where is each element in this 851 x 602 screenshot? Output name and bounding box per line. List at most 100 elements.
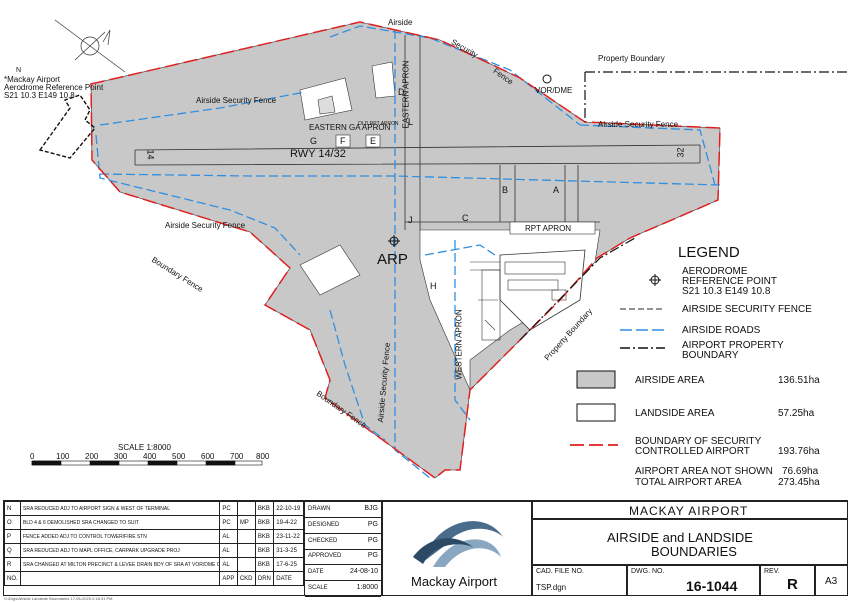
arp-label: ARP xyxy=(377,251,408,268)
signoff-value: 24-08-10 xyxy=(349,568,378,576)
legend-arp-2: REFERENCE POINT xyxy=(682,276,778,287)
legend-roads: AIRSIDE ROADS xyxy=(682,325,761,336)
client-name: MACKAY AIRPORT xyxy=(629,504,749,518)
drawing-title-1: AIRSIDE and LANDSIDE xyxy=(607,530,753,545)
signoff-label: APPROVED xyxy=(308,553,342,560)
scale-tick: 300 xyxy=(114,452,128,461)
revision-no: O xyxy=(3,515,22,530)
taxiway-c: C xyxy=(462,213,469,223)
rev-label: REV. xyxy=(764,568,780,575)
north-label: N xyxy=(16,67,22,74)
revision-no: R xyxy=(3,557,22,572)
landside-parcel xyxy=(38,94,96,159)
revision-drn: BKB xyxy=(254,529,275,544)
taxiway-h: H xyxy=(430,281,437,291)
rev-value: R xyxy=(787,576,798,593)
logo-box: Mackay Airport xyxy=(382,501,532,596)
arp-note-3: S21 10.3 E149 10.8 xyxy=(4,91,75,100)
airside-roads xyxy=(95,25,721,479)
legend-title: LEGEND xyxy=(678,244,740,261)
legend-property-1: AIRPORT PROPERTY xyxy=(682,340,784,351)
revision-date: 17-6-25 xyxy=(273,557,304,572)
ga-buildings xyxy=(299,61,396,296)
scale-tick: 600 xyxy=(201,452,215,461)
revision-ckd: MP xyxy=(236,515,256,530)
legend-security-value: 193.76ha xyxy=(778,446,820,457)
scale-tick: 0 xyxy=(30,452,35,461)
legend-not-shown-value: 76.69ha xyxy=(782,466,819,477)
terminal-buildings xyxy=(470,261,567,341)
property-boundary-ne-label: Property Boundary xyxy=(598,54,665,63)
taxiway-f: F xyxy=(340,136,346,146)
signoff-row: CHECKED PG xyxy=(305,534,381,550)
signoff-value: PG xyxy=(367,552,378,560)
taxiway-markers xyxy=(335,134,596,235)
taxiway-g: G xyxy=(310,136,318,146)
scale-bar xyxy=(31,460,263,466)
mackay-airport-logo-icon xyxy=(413,521,503,567)
revision-drn: BKB xyxy=(254,515,275,530)
vor-label: VOR/DME xyxy=(535,86,573,95)
arp-note-1: *Mackay Airport xyxy=(4,75,61,84)
apron-rpt: RPT APRON xyxy=(525,224,572,233)
revision-desc: FENCE ADDED ADJ TO CONTROL TOWER/FIRE ST… xyxy=(20,529,221,544)
scale-tick: 500 xyxy=(172,452,186,461)
logo-text: Mackay Airport xyxy=(411,574,497,589)
revision-desc: SRA REDUCED ADJ TO MAPL OFFICE, CARPARK … xyxy=(20,543,221,558)
signoff-value: PG xyxy=(367,520,378,528)
legend-property-2: BOUNDARY xyxy=(682,350,739,361)
scale-tick: 700 xyxy=(230,452,244,461)
legend-security-fence: AIRSIDE SECURITY FENCE xyxy=(682,304,812,315)
revision-desc: BLD 4 & 6 DEMOLISHED SRA CHANGED TO SUIT xyxy=(20,515,221,530)
revision-app: AL xyxy=(219,557,238,572)
security-boundary xyxy=(90,21,721,479)
revision-date: 31-3-25 xyxy=(273,543,304,558)
apron-eastern-ga: EASTERN GA APRON xyxy=(309,123,391,132)
revision-desc: SRA CHANGED AT MILTON PRECINCT & LEVEE D… xyxy=(20,557,221,572)
legend-arp-1: AERODROME xyxy=(682,266,748,277)
taxiway-l: L xyxy=(408,117,414,127)
legend-total-value: 273.45ha xyxy=(778,477,820,488)
rev-header-date: DATE xyxy=(273,571,304,586)
revision-app: PC xyxy=(219,515,238,530)
cad-label: CAD. FILE NO. xyxy=(536,568,584,575)
taxiway-a: A xyxy=(553,185,560,195)
vor-dme-site xyxy=(542,74,552,84)
revision-ckd xyxy=(236,529,256,544)
revision-ckd xyxy=(236,543,256,558)
taxiway-e: E xyxy=(370,136,377,146)
legend-landside-value: 57.25ha xyxy=(778,408,815,419)
signoff-label: CHECKED xyxy=(308,537,338,544)
revision-date: 22-10-19 xyxy=(273,501,304,516)
fence-label-e: Airside Security Fence xyxy=(598,120,679,129)
arp-symbol-map xyxy=(388,235,400,247)
client-box: MACKAY AIRPORT xyxy=(532,501,848,519)
dwg-value: 16-1044 xyxy=(686,578,738,594)
fence-label-w: Airside Security Fence xyxy=(196,96,277,105)
legend-arp-3: S21 10.3 E149 10.8 xyxy=(682,286,771,297)
fence-label-airside-top: Airside xyxy=(388,18,413,27)
sheet-box: A3 xyxy=(815,565,848,596)
drawing-title-2: BOUNDARIES xyxy=(651,544,737,559)
rev-header-ckd: CKD xyxy=(236,571,256,586)
legend-airside-area: AIRSIDE AREA xyxy=(635,375,705,386)
revision-app: PC xyxy=(219,501,238,516)
revision-date: 19-4-22 xyxy=(273,515,304,530)
legend-landside-area: LANDSIDE AREA xyxy=(635,408,715,419)
rev-box: REV. R xyxy=(760,565,815,596)
rev-header-drn: DRN xyxy=(254,571,275,586)
revision-no: Q xyxy=(3,543,22,558)
property-boundary xyxy=(519,71,850,341)
file-path-footer: S:\Drgs\Airside Landside Boundaries 17-0… xyxy=(4,596,113,601)
signoff-value: PG xyxy=(367,536,378,544)
signoff-label: DRAWN xyxy=(308,506,331,512)
